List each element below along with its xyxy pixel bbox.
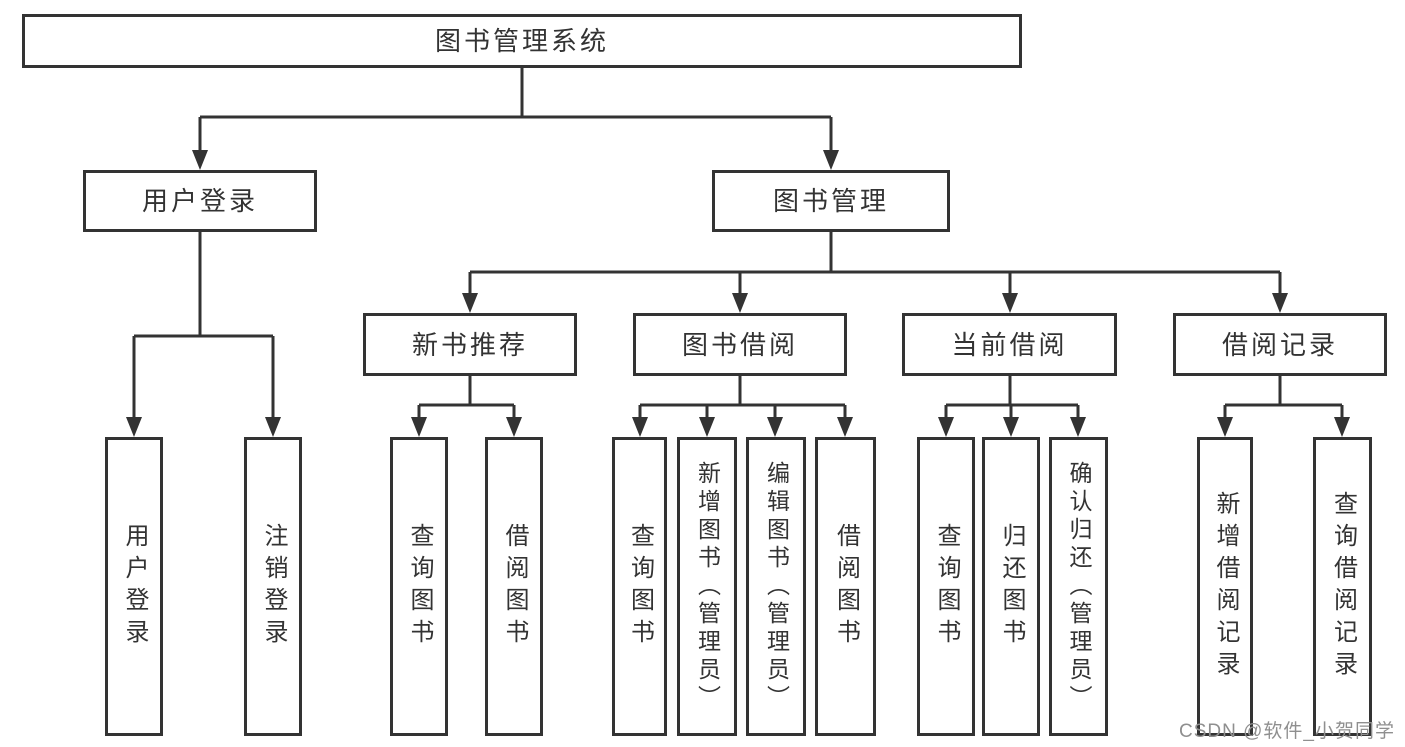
node-label: 编辑图书（管理员）: [763, 460, 790, 713]
node-label: 图书管理系统: [434, 26, 609, 56]
node-current-borrow: 当前借阅: [902, 313, 1117, 376]
node-label: 图书管理: [772, 186, 889, 216]
node-label: 用户登录: [141, 186, 258, 216]
node-label: 新增借阅记录: [1212, 490, 1239, 683]
leaf-edit-book-admin: 编辑图书（管理员）: [746, 437, 806, 736]
node-label: 当前借阅: [951, 329, 1068, 360]
leaf-add-borrow-record: 新增借阅记录: [1197, 437, 1253, 736]
node-label: 归还图书: [998, 522, 1025, 651]
node-new-book-recommend: 新书推荐: [363, 313, 577, 376]
leaf-query-books-borrow: 查询图书: [612, 437, 667, 736]
csdn-watermark: CSDN @软件_小贺同学: [1179, 721, 1395, 742]
node-label: 查询图书: [406, 522, 433, 651]
node-label: 借阅图书: [832, 522, 860, 651]
leaf-borrow-books-recommend: 借阅图书: [485, 437, 543, 736]
leaf-confirm-return-admin: 确认归还（管理员）: [1049, 437, 1108, 736]
leaf-borrow-books: 借阅图书: [815, 437, 876, 736]
leaf-query-books-current: 查询图书: [917, 437, 975, 736]
node-book-borrow: 图书借阅: [633, 313, 847, 376]
node-label: 确认归还（管理员）: [1066, 460, 1092, 713]
node-label: 新书推荐: [411, 329, 528, 360]
leaf-query-books-recommend: 查询图书: [390, 437, 448, 736]
node-label: 新增图书（管理员）: [694, 460, 721, 713]
node-label: 借阅图书: [501, 522, 528, 651]
leaf-logout: 注销登录: [244, 437, 302, 736]
node-label: 查询借阅记录: [1329, 490, 1357, 683]
leaf-return-book: 归还图书: [982, 437, 1040, 736]
node-label: 注销登录: [260, 522, 287, 651]
leaf-user-login: 用户登录: [105, 437, 163, 736]
leaf-add-book-admin: 新增图书（管理员）: [677, 437, 737, 736]
leaf-query-borrow-record: 查询借阅记录: [1313, 437, 1372, 736]
node-label: 图书借阅: [681, 329, 798, 360]
node-label: 查询图书: [933, 522, 960, 651]
node-label: 借阅记录: [1221, 329, 1338, 360]
node-label: 查询图书: [626, 522, 654, 651]
node-borrow-records: 借阅记录: [1173, 313, 1387, 376]
node-label: 用户登录: [121, 522, 148, 651]
node-library-management-system: 图书管理系统: [22, 14, 1022, 68]
node-user-login: 用户登录: [83, 170, 317, 232]
node-book-management: 图书管理: [712, 170, 950, 232]
